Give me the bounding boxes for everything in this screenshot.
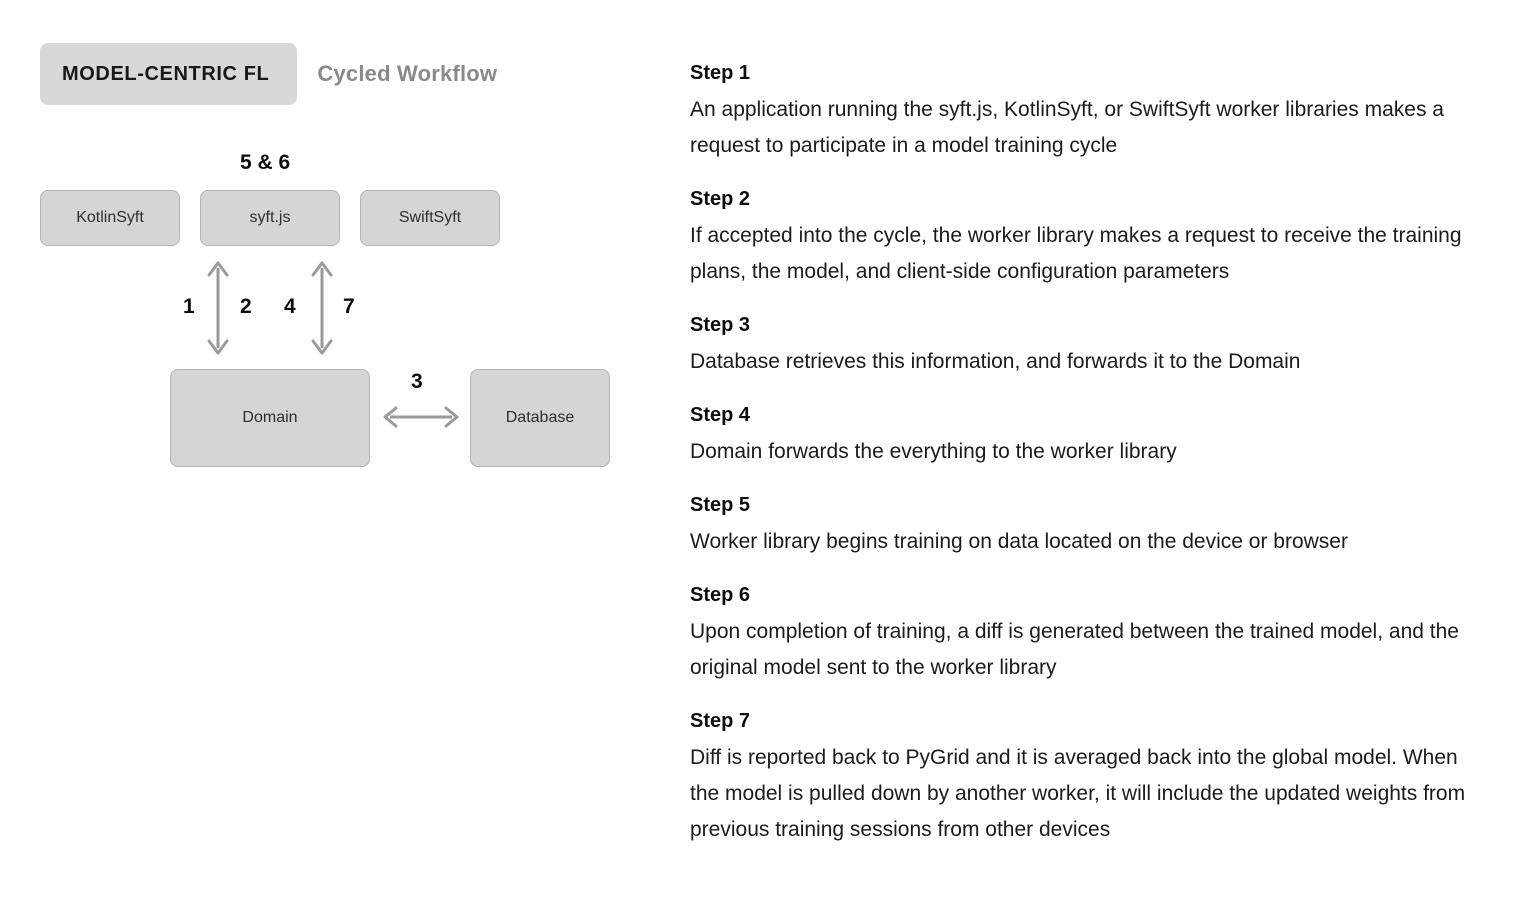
step-title: Step 6 xyxy=(690,584,751,606)
page-subtitle: Cycled Workflow xyxy=(317,61,498,86)
node-database: Database xyxy=(470,369,610,467)
step-item: Step 5 Worker library begins training on… xyxy=(690,490,1500,560)
double-arrow-vertical-right-icon xyxy=(311,261,333,355)
page-title: MODEL-CENTRIC FL xyxy=(40,43,298,105)
node-kotlinsyft-label: KotlinSyft xyxy=(76,209,144,226)
edge-label-4: 4 xyxy=(284,295,296,318)
header: MODEL-CENTRIC FL Cycled Workflow xyxy=(40,43,497,105)
step-title: Step 1 xyxy=(690,62,751,84)
step-body: Worker library begins training on data l… xyxy=(690,530,1348,553)
step-item: Step 6 Upon completion of training, a di… xyxy=(690,580,1500,686)
step-title: Step 2 xyxy=(690,188,751,210)
node-syftjs: syft.js xyxy=(200,190,340,246)
step-body: Database retrieves this information, and… xyxy=(690,350,1301,373)
node-database-label: Database xyxy=(505,409,575,426)
step-title: Step 7 xyxy=(690,710,751,732)
step-item: Step 7 Diff is reported back to PyGrid a… xyxy=(690,706,1500,848)
step-title: Step 4 xyxy=(690,404,751,426)
node-syftjs-label: syft.js xyxy=(249,209,291,226)
step-item: Step 3 Database retrieves this informati… xyxy=(690,310,1500,380)
steps-list: Step 1 An application running the syft.j… xyxy=(690,58,1500,848)
node-swiftsyft-label: SwiftSyft xyxy=(398,209,462,226)
step-body: An application running the syft.js, Kotl… xyxy=(690,98,1444,157)
step-body: Domain forwards the everything to the wo… xyxy=(690,440,1177,463)
step-body: Diff is reported back to PyGrid and it i… xyxy=(690,746,1466,841)
step-item: Step 2 If accepted into the cycle, the w… xyxy=(690,184,1500,290)
edge-label-7: 7 xyxy=(343,295,355,318)
node-domain: Domain xyxy=(170,369,370,467)
edge-label-3: 3 xyxy=(411,370,423,393)
step-title: Step 5 xyxy=(690,494,751,516)
edge-label-1: 1 xyxy=(183,295,195,318)
step-item: Step 4 Domain forwards the everything to… xyxy=(690,400,1500,470)
step-title: Step 3 xyxy=(690,314,751,336)
step-body: If accepted into the cycle, the worker l… xyxy=(690,224,1462,283)
double-arrow-horizontal-icon xyxy=(383,406,459,428)
edge-label-2: 2 xyxy=(240,295,252,318)
node-kotlinsyft: KotlinSyft xyxy=(40,190,180,246)
node-domain-label: Domain xyxy=(242,409,298,426)
double-arrow-vertical-left-icon xyxy=(207,261,229,355)
edge-label-cycle: 5 & 6 xyxy=(240,151,291,174)
step-body: Upon completion of training, a diff is g… xyxy=(690,620,1459,679)
step-item: Step 1 An application running the syft.j… xyxy=(690,58,1500,164)
node-swiftsyft: SwiftSyft xyxy=(360,190,500,246)
diagram-panel: MODEL-CENTRIC FL Cycled Workflow 5 & 6 K… xyxy=(0,0,660,903)
